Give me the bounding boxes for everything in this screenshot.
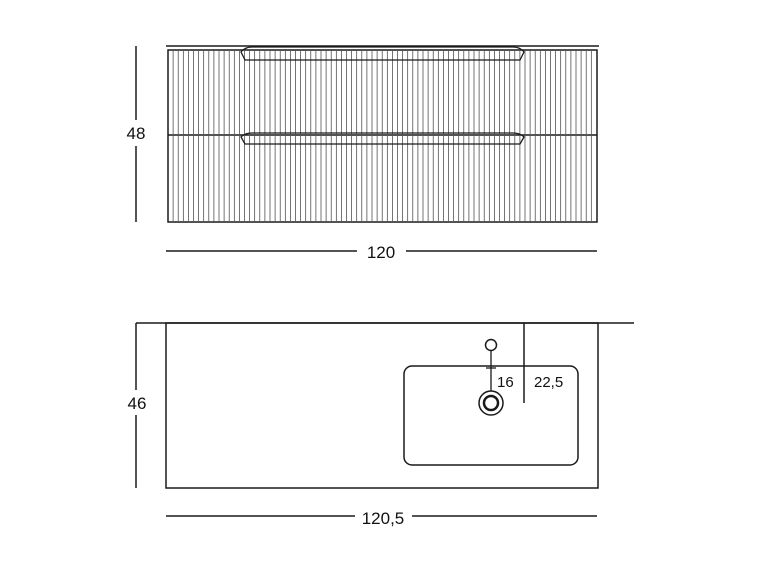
drain-outer (478, 390, 504, 416)
edge-offset-label: 22,5 (534, 374, 563, 391)
depth-dimension-label: 46 (128, 394, 147, 413)
drawer-bottom-fluting (172, 136, 592, 221)
tap-hole (484, 338, 498, 352)
top-view: 16 22,5 46 120,5 (128, 322, 634, 528)
bottom-drawer-handle (240, 132, 525, 145)
countertop-outline (165, 322, 599, 489)
cabinet-outline (167, 49, 598, 223)
tap-offset-label: 16 (497, 374, 514, 391)
drain-inner (482, 394, 500, 412)
drawer-top-fluting (172, 51, 592, 134)
height-dimension-label: 48 (127, 124, 146, 143)
top-drawer-handle (240, 46, 525, 61)
front-view: 48 120 (127, 45, 599, 262)
top-width-dimension-label: 120,5 (362, 509, 405, 528)
width-dimension-label: 120 (367, 243, 395, 262)
